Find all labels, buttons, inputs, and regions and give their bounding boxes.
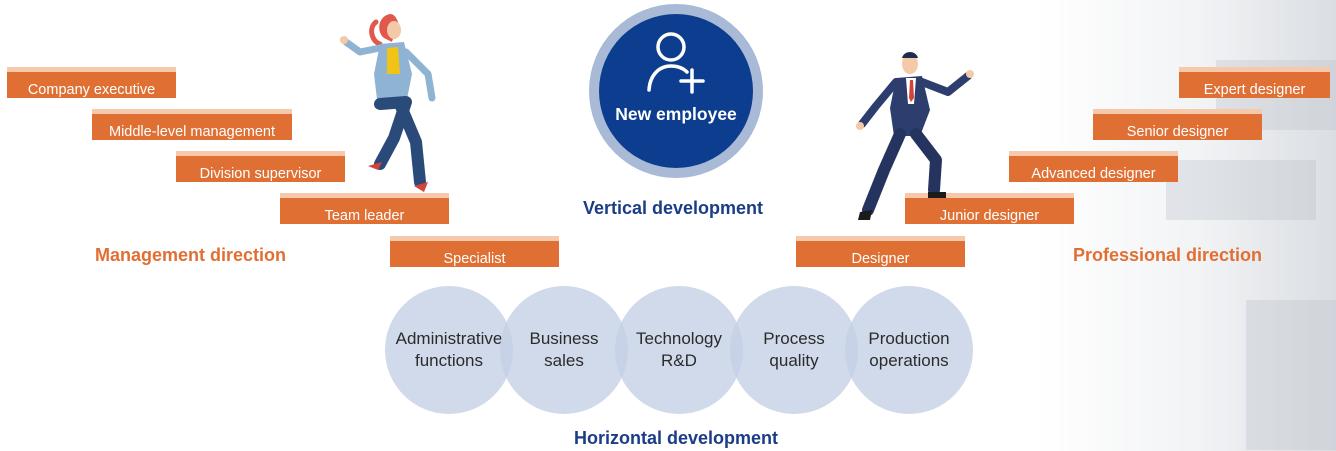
horizontal-development-title: Horizontal development [573,428,779,448]
new-employee-badge [599,14,753,168]
function-circle-administrative: Administrative functions [385,286,513,414]
vertical-development-title: Vertical development [582,198,764,218]
professional-step-expert-designer: Expert designer [1179,67,1330,98]
professional-step-designer: Designer [796,236,965,267]
function-circle-process-quality: Process quality [730,286,858,414]
management-step-company-executive: Company executive [7,67,176,98]
professional-step-senior-designer: Senior designer [1093,109,1262,140]
management-step-middle-level-management: Middle-level management [92,109,292,140]
add-user-icon [647,32,705,94]
function-circle-production-operations: Production operations [845,286,973,414]
professional-step-junior-designer: Junior designer [905,193,1074,224]
management-step-division-supervisor: Division supervisor [176,151,345,182]
new-employee-label: New employee [615,104,737,124]
background-shape [1246,300,1336,450]
function-circle-technology-rnd: Technology R&D [615,286,743,414]
background-shape [1166,160,1316,220]
management-step-specialist: Specialist [390,236,559,267]
professional-step-advanced-designer: Advanced designer [1009,151,1178,182]
management-step-team-leader: Team leader [280,193,449,224]
man-climbing-illustration [856,52,974,220]
professional-direction-title: Professional direction [1073,245,1263,265]
function-circle-business-sales: Business sales [500,286,628,414]
management-direction-title: Management direction [95,245,287,265]
woman-climbing-illustration [340,14,436,192]
